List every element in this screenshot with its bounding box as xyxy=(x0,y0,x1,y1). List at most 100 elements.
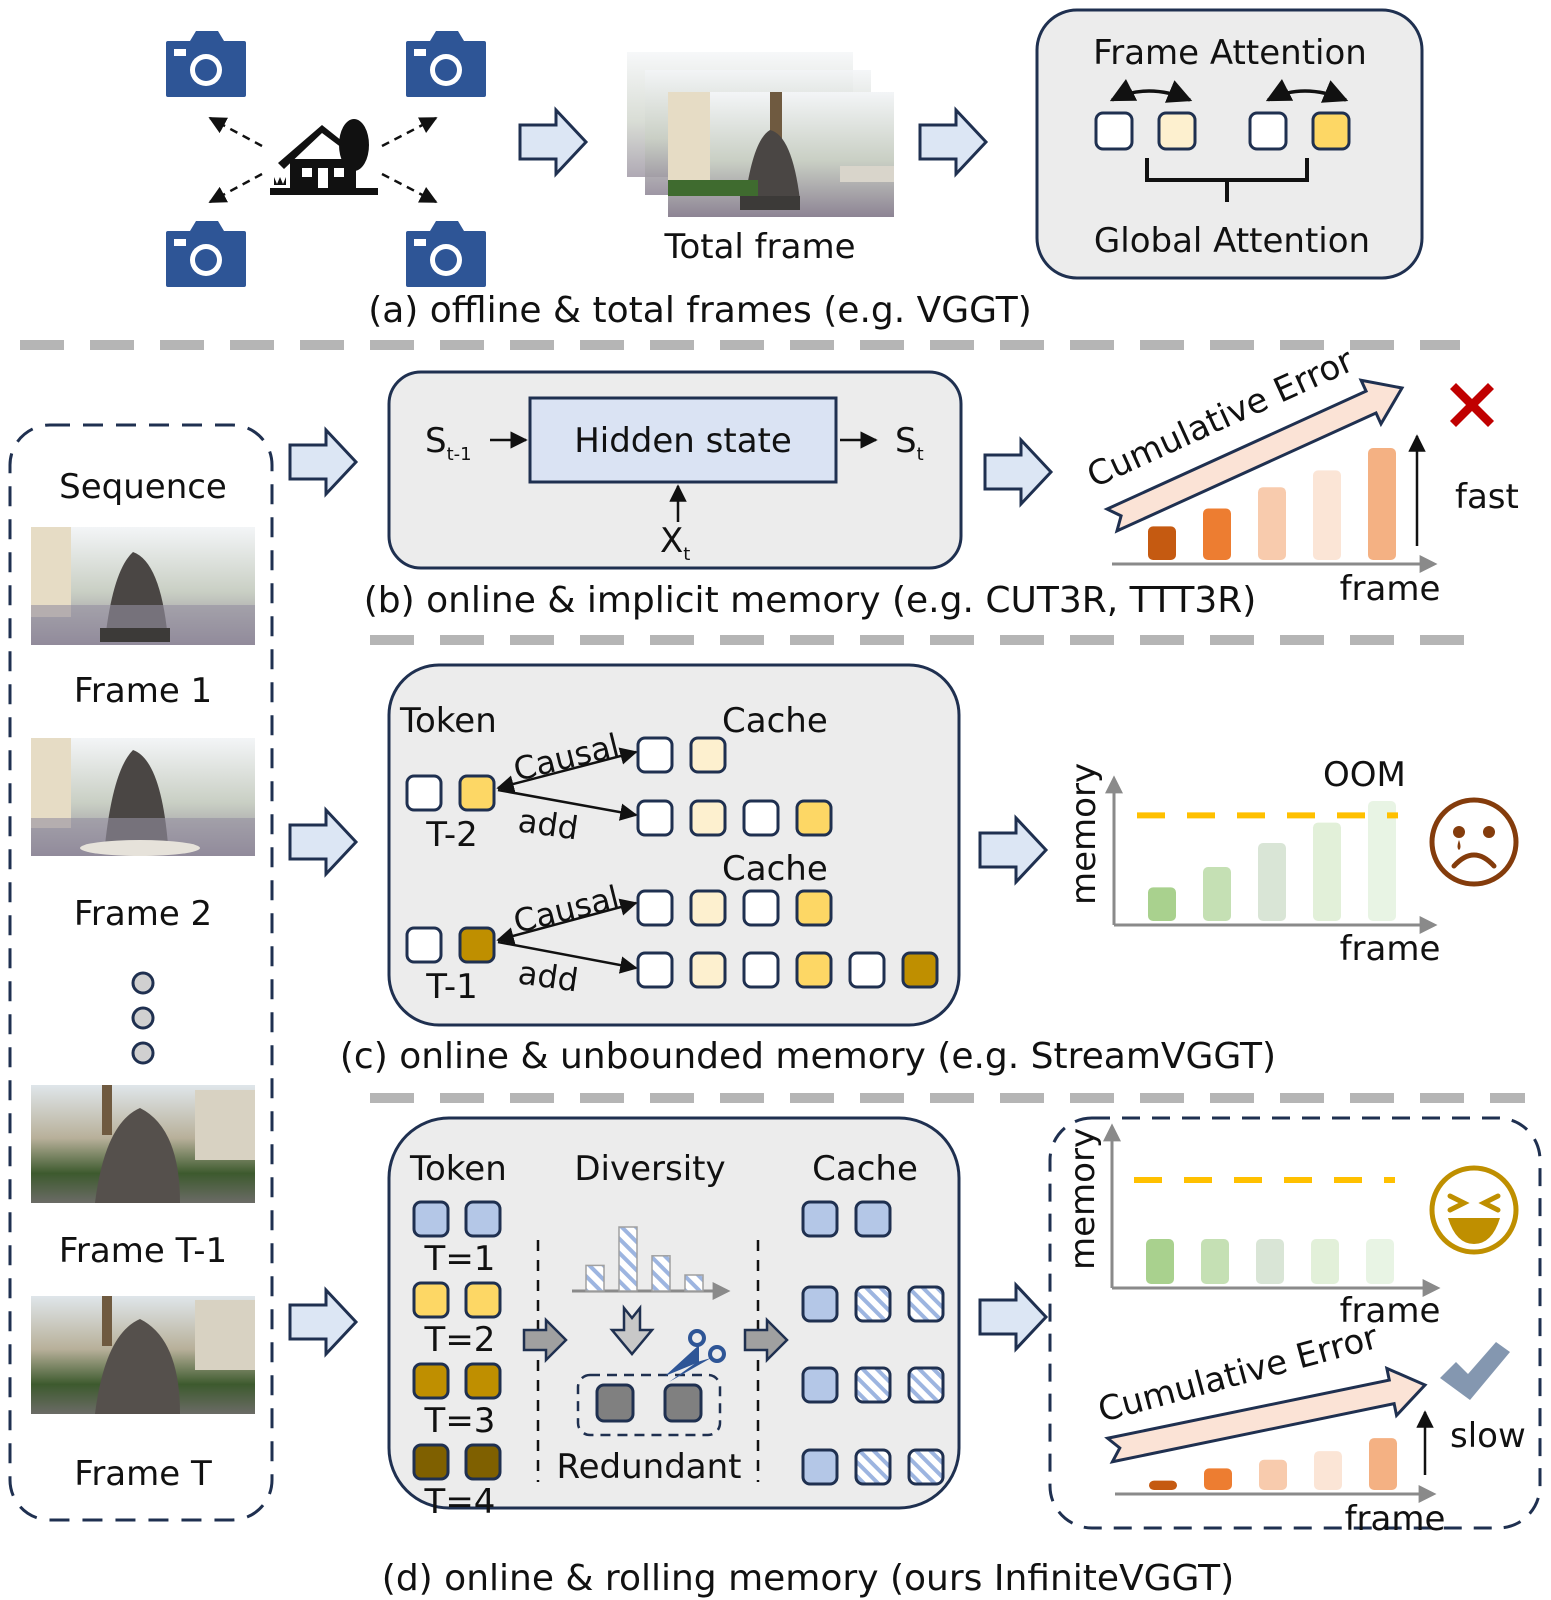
token xyxy=(854,1366,892,1404)
token xyxy=(636,799,674,837)
bar xyxy=(1146,1239,1174,1284)
global-attention-label: Global Attention xyxy=(1094,221,1370,261)
bar xyxy=(1203,867,1231,921)
token xyxy=(801,1366,839,1404)
bar xyxy=(1258,487,1286,560)
sad-face-icon xyxy=(1429,797,1519,887)
causal-arrow xyxy=(496,898,638,945)
token xyxy=(795,799,833,837)
add-arrow xyxy=(497,788,638,821)
block-arrow-icon xyxy=(288,426,359,498)
diversity-label: Diversity xyxy=(574,1149,725,1189)
cache-label: Cache xyxy=(722,849,828,889)
global-attention-brace xyxy=(1145,158,1309,202)
token xyxy=(901,951,939,989)
speed-label: fast xyxy=(1455,477,1519,517)
bar xyxy=(1201,1239,1229,1284)
token xyxy=(405,774,443,812)
bar xyxy=(1313,822,1341,921)
token xyxy=(854,1200,892,1238)
diversity-bar xyxy=(585,1264,605,1292)
camera-lens-inner xyxy=(195,59,217,81)
caption-b: (b) online & implicit memory (e.g. CUT3R… xyxy=(364,580,1257,621)
x-axis-label: frame xyxy=(1340,1291,1441,1331)
token xyxy=(907,1285,945,1323)
bar xyxy=(1256,1239,1284,1284)
token xyxy=(795,951,833,989)
diversity-histogram xyxy=(572,1226,731,1300)
bar xyxy=(1259,1459,1287,1490)
bar xyxy=(1368,448,1396,560)
token-label: Token xyxy=(399,701,497,741)
token xyxy=(854,1285,892,1323)
camera-flash xyxy=(174,49,186,56)
attention-panel xyxy=(1035,8,1424,280)
frame-label: Frame 1 xyxy=(74,671,212,711)
token xyxy=(464,1281,502,1319)
house-tree-icon xyxy=(270,119,378,195)
sequence-title: Sequence xyxy=(59,467,227,507)
token xyxy=(1248,111,1288,151)
token xyxy=(458,774,496,812)
oom-label: OOM xyxy=(1323,755,1406,795)
frame-photo xyxy=(31,1085,255,1203)
cache-label: Cache xyxy=(812,1149,918,1189)
bar xyxy=(1368,801,1396,921)
caption-c: (c) online & unbounded memory (e.g. Stre… xyxy=(340,1036,1276,1077)
token xyxy=(464,1362,502,1400)
attention-token-row xyxy=(1094,111,1351,151)
add-label: add xyxy=(516,953,581,999)
cumulative-error-arrow xyxy=(1103,378,1405,534)
redundant-box xyxy=(576,1373,722,1437)
bar xyxy=(1203,508,1231,560)
input-x-label: Xt xyxy=(660,521,690,565)
token xyxy=(1311,111,1351,151)
speed-label: slow xyxy=(1450,1416,1526,1456)
camera-flash xyxy=(174,239,186,246)
block-arrow-icon xyxy=(518,106,589,178)
bar xyxy=(1148,887,1176,921)
diversity-bar xyxy=(651,1255,671,1292)
hidden-state-label: Hidden state xyxy=(574,421,792,461)
bar xyxy=(1313,470,1341,560)
block-arrow-icon xyxy=(978,1281,1049,1353)
sequence-column: Sequence Frame 1 Frame 2 Frame T-1 xyxy=(8,423,274,1522)
camera-icon xyxy=(166,31,246,97)
token xyxy=(742,889,780,927)
token xyxy=(464,1443,502,1481)
y-axis-label: memory xyxy=(1064,763,1104,905)
token xyxy=(412,1362,450,1400)
bar xyxy=(1314,1451,1342,1490)
frame-label: Frame T xyxy=(74,1454,212,1494)
cumulative-error-arrow xyxy=(1104,1365,1428,1464)
token xyxy=(801,1448,839,1486)
time-label: T=3 xyxy=(424,1401,496,1441)
redundant-token xyxy=(663,1383,703,1423)
block-arrow-icon xyxy=(983,436,1054,508)
bar xyxy=(1258,843,1286,921)
frame-photo xyxy=(31,1296,255,1414)
token xyxy=(1094,111,1134,151)
camera-icon xyxy=(406,221,486,287)
camera-flash xyxy=(414,49,426,56)
ellipsis-dot xyxy=(131,1006,155,1030)
input-state-label: St-1 xyxy=(425,421,472,465)
scissors-icon xyxy=(665,1329,726,1382)
cross-icon xyxy=(1450,383,1494,427)
camera-group xyxy=(166,31,486,287)
frame-attention-arrow xyxy=(1109,79,1193,103)
redundant-label: Redundant xyxy=(557,1447,742,1487)
bar xyxy=(1366,1239,1394,1284)
camera-lens-inner xyxy=(435,249,457,271)
token xyxy=(636,951,674,989)
token xyxy=(689,799,727,837)
caption-d: (d) online & rolling memory (ours Infini… xyxy=(382,1558,1234,1599)
token xyxy=(854,1448,892,1486)
cache-label: Cache xyxy=(722,701,828,741)
block-arrow-icon xyxy=(288,1286,359,1358)
token xyxy=(689,736,727,774)
